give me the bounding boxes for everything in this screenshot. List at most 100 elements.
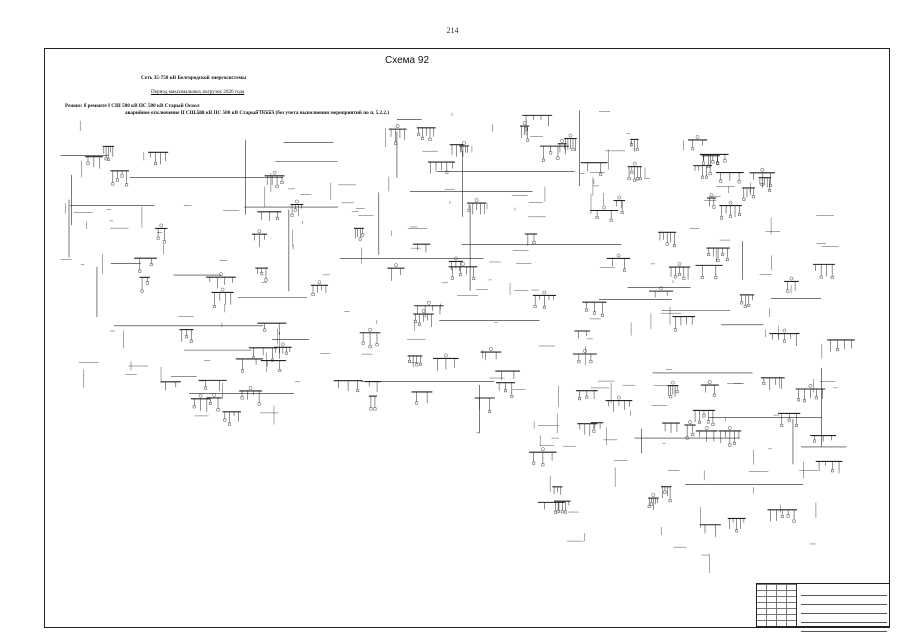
substation-node xyxy=(590,205,619,222)
substation-node xyxy=(810,435,837,443)
title-block-row xyxy=(801,614,887,623)
network-title: Сеть 35-750 кВ Белгородской энергосистем… xyxy=(141,75,247,81)
title-block-row xyxy=(801,605,887,614)
substation-node xyxy=(529,447,557,467)
substation-node xyxy=(495,370,521,381)
substation-node xyxy=(647,493,659,511)
substation-node xyxy=(427,161,455,174)
substation-node xyxy=(388,124,407,145)
substation-node xyxy=(784,276,799,293)
period-line: Период максимальных нагрузок 2026 года xyxy=(151,89,245,95)
substation-node xyxy=(222,411,242,426)
substation-node xyxy=(414,300,444,318)
substation-node xyxy=(778,412,801,428)
substation-node xyxy=(695,426,718,442)
substation-node xyxy=(85,156,103,169)
substation-node xyxy=(411,391,433,405)
substation-node xyxy=(433,353,459,371)
substation-node xyxy=(662,422,680,434)
substation-node xyxy=(257,322,287,335)
substation-node xyxy=(413,309,434,327)
substation-node xyxy=(522,114,553,131)
substation-node xyxy=(239,386,262,406)
substation-node xyxy=(333,380,363,393)
substation-node xyxy=(139,276,150,293)
substation-node xyxy=(667,380,679,399)
substation-node xyxy=(537,501,565,513)
substation-node xyxy=(260,360,287,372)
substation-node xyxy=(716,172,744,184)
substation-node xyxy=(742,187,755,201)
substation-node xyxy=(532,290,556,309)
substation-node xyxy=(719,200,742,220)
substation-node xyxy=(727,517,746,533)
substation-node xyxy=(580,162,608,176)
substation-node xyxy=(815,460,843,474)
substation-node xyxy=(706,247,730,262)
substation-node xyxy=(211,287,234,308)
substation-node xyxy=(760,377,785,390)
substation-node xyxy=(649,286,674,298)
title-block-grid xyxy=(757,584,797,626)
substation-node xyxy=(672,315,695,332)
substation-node xyxy=(627,161,642,182)
substation-node xyxy=(520,121,530,142)
substation-node xyxy=(365,381,382,392)
substation-node xyxy=(552,486,563,495)
substation-node xyxy=(693,165,713,179)
mode-line: Режим: б ремонте I СШ 500 кВ ПС 500 кВ С… xyxy=(65,103,200,109)
mode-line-continued: аварийное отключение II СШ 500 кВ ПС 500… xyxy=(125,110,390,116)
substation-node xyxy=(557,138,567,153)
substation-node xyxy=(179,329,194,343)
substation-node xyxy=(290,199,304,217)
substation-node xyxy=(467,198,487,215)
substation-node xyxy=(353,227,365,241)
title-block-row xyxy=(801,596,887,605)
substation-node xyxy=(480,347,502,361)
substation-node xyxy=(274,342,292,359)
substation-node xyxy=(102,145,114,161)
substation-node xyxy=(474,397,495,413)
substation-node xyxy=(687,135,708,151)
substation-node xyxy=(574,330,591,339)
substation-node xyxy=(769,328,800,347)
substation-node xyxy=(495,382,515,398)
substation-node xyxy=(684,420,696,440)
substation-node xyxy=(695,264,723,280)
substation-node xyxy=(148,151,169,165)
substation-node xyxy=(812,263,835,279)
substation-node xyxy=(699,153,729,167)
substation-node xyxy=(700,380,719,397)
title-block-row xyxy=(801,587,887,596)
substation-node xyxy=(134,257,157,273)
substation-node xyxy=(248,347,278,362)
substation-node xyxy=(605,395,633,412)
substation-node xyxy=(630,138,639,152)
substation-node xyxy=(160,381,181,391)
substation-node xyxy=(251,229,268,248)
substation-node xyxy=(758,177,772,192)
substation-node xyxy=(257,211,282,221)
substation-node xyxy=(255,267,269,282)
substation-node xyxy=(155,223,168,244)
title-block-row xyxy=(801,623,887,632)
substation-node xyxy=(707,193,717,209)
scheme-title: Схема 92 xyxy=(385,55,430,66)
substation-node xyxy=(310,280,329,296)
substation-node xyxy=(606,253,631,272)
substation-node xyxy=(668,262,691,280)
substation-node xyxy=(749,168,775,187)
substation-node xyxy=(459,141,469,157)
substation-node xyxy=(235,358,263,373)
substation-node xyxy=(198,379,227,392)
substation-node xyxy=(412,243,431,253)
substation-node xyxy=(582,301,607,317)
substation-node xyxy=(827,339,855,352)
page-number: 214 xyxy=(446,26,459,35)
substation-node xyxy=(577,423,598,437)
substation-node xyxy=(658,231,677,248)
substation-node xyxy=(110,170,129,187)
drawing-sheet: Схема 92 Сеть 35-750 кВ Белгородской эне… xyxy=(44,48,890,628)
substation-node xyxy=(387,263,405,281)
